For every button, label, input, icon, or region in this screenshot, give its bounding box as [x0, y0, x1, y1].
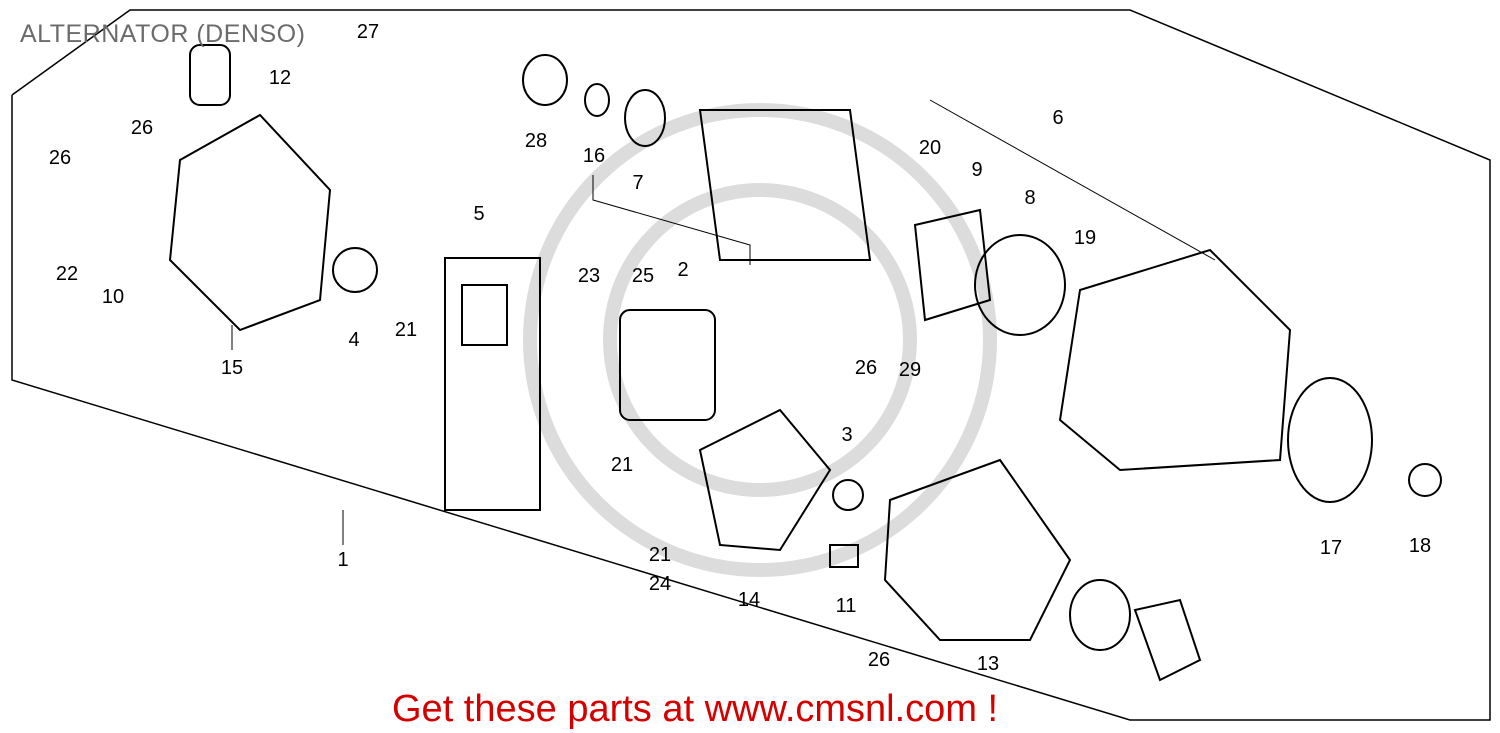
callout-16: 16: [582, 145, 606, 167]
callout-12: 12: [268, 67, 292, 89]
callout-5: 5: [473, 203, 485, 225]
callout-19: 19: [1073, 227, 1097, 249]
drive-end-frame-shape: [1058, 248, 1292, 472]
callout-28: 28: [524, 130, 548, 152]
callout-23: 23: [577, 265, 601, 287]
callout-4: 4: [348, 329, 360, 351]
callout-21: 21: [610, 454, 634, 476]
watermark-logo: [523, 103, 997, 577]
pulley-shape: [1287, 377, 1373, 503]
callout-24: 24: [648, 573, 672, 595]
callout-1: 1: [337, 549, 349, 571]
callout-20: 20: [918, 137, 942, 159]
bearing-shape: [974, 234, 1066, 336]
rear-cover-shape: [168, 113, 332, 332]
callout-14: 14: [737, 589, 761, 611]
callout-26: 26: [854, 357, 878, 379]
callout-25: 25: [631, 265, 655, 287]
callout-22: 22: [55, 263, 79, 285]
callout-15: 15: [220, 357, 244, 379]
callout-26: 26: [130, 117, 154, 139]
callout-8: 8: [1024, 187, 1036, 209]
bracket-shape: [332, 247, 378, 293]
nut-shape: [1408, 463, 1442, 497]
callout-3: 3: [841, 424, 853, 446]
callout-26: 26: [867, 649, 891, 671]
callout-26: 26: [48, 147, 72, 169]
parts-link-banner[interactable]: Get these parts at www.cmsnl.com !: [392, 688, 999, 730]
callout-9: 9: [971, 159, 983, 181]
callout-21: 21: [394, 319, 418, 341]
terminal-insulator-shape: [189, 44, 231, 106]
rectifier-shape: [698, 408, 832, 552]
brush-holder-box: [444, 257, 541, 511]
callout-18: 18: [1408, 535, 1432, 557]
assembly-outline: [11, 9, 1491, 721]
callout-2: 2: [677, 259, 689, 281]
rotor-shape: [698, 109, 872, 261]
leader-lines: [231, 99, 1216, 545]
rear-frame-shape: [883, 458, 1072, 641]
callout-11: 11: [835, 595, 857, 617]
callout-21: 21: [648, 544, 672, 566]
callout-27: 27: [356, 21, 380, 43]
callout-10: 10: [101, 286, 125, 308]
callout-13: 13: [976, 653, 1000, 675]
part-shapes: [168, 44, 1442, 682]
callout-6: 6: [1052, 107, 1064, 129]
callout-29: 29: [898, 359, 922, 381]
callout-7: 7: [632, 172, 644, 194]
diagram-title: ALTERNATOR (DENSO): [20, 20, 306, 48]
callout-17: 17: [1319, 537, 1343, 559]
regulator-shape: [619, 309, 716, 421]
